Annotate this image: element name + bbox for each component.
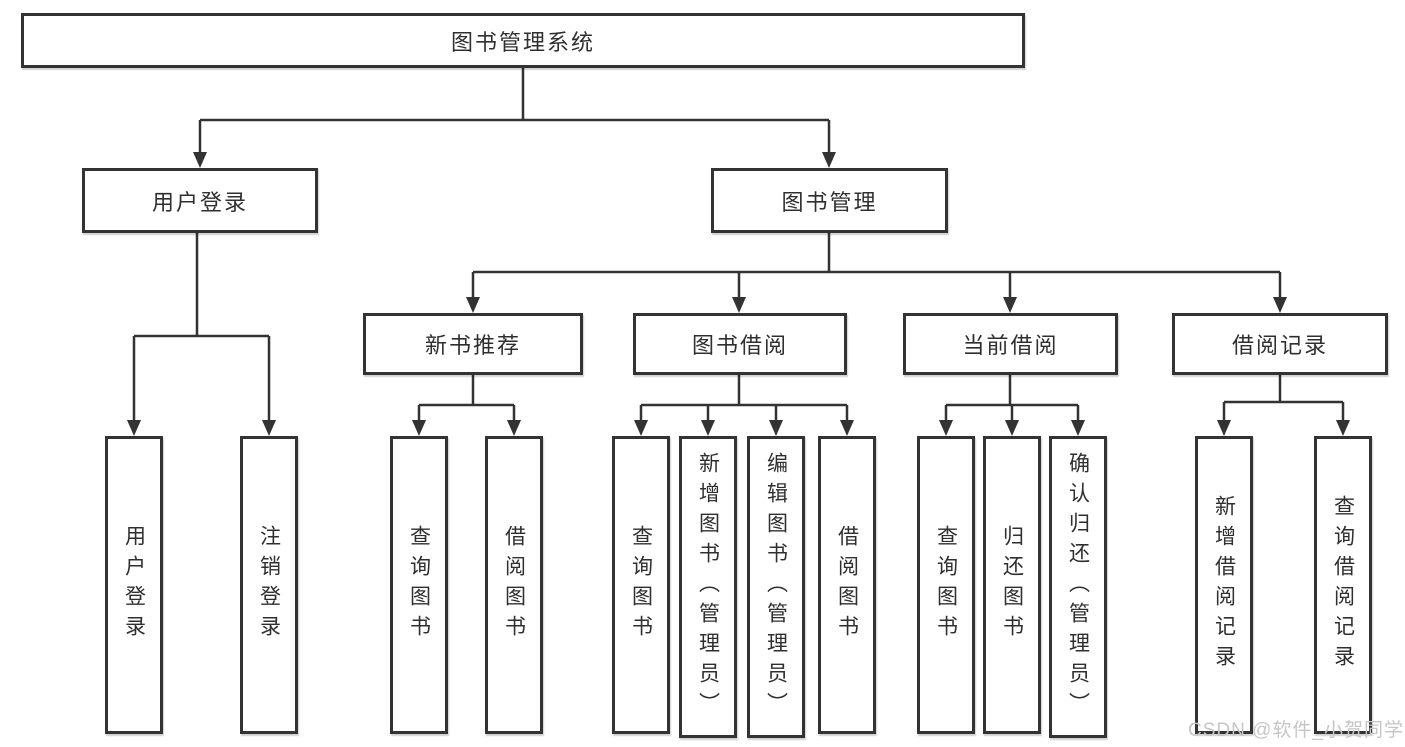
- node-borrowing-records: 借阅记录: [1172, 313, 1388, 375]
- node-user-login: 用户登录: [82, 168, 318, 233]
- leaf-label: 用户登录: [122, 525, 146, 645]
- node-book-management: 图书管理: [711, 168, 948, 233]
- leaf-logout-login: 注销登录: [240, 436, 298, 734]
- node-book-borrowing: 图书借阅: [633, 313, 847, 375]
- node-label: 图书管理系统: [450, 29, 595, 55]
- leaf-recommend-borrow-books: 借阅图书: [485, 436, 543, 734]
- node-current-borrowing: 当前借阅: [903, 313, 1118, 375]
- node-label: 当前借阅: [962, 333, 1059, 358]
- watermark: CSDN @软件_小贺同学: [1188, 720, 1404, 741]
- node-label: 图书管理: [781, 189, 878, 215]
- node-label: 借阅记录: [1231, 333, 1328, 358]
- leaf-label: 归还图书: [1000, 525, 1024, 645]
- leaf-records-add-borrow-record: 新增借阅记录: [1195, 436, 1253, 734]
- node-label: 图书借阅: [691, 333, 788, 358]
- leaf-current-query-books: 查询图书: [917, 436, 975, 734]
- leaf-current-return-books: 归还图书: [983, 436, 1041, 734]
- leaf-label: 确认归还（管理员）: [1066, 452, 1090, 722]
- leaf-label: 查询图书: [934, 525, 958, 645]
- leaf-records-query-borrow-record: 查询借阅记录: [1314, 436, 1372, 734]
- leaf-borrowing-query-books: 查询图书: [612, 436, 670, 734]
- leaf-user-login: 用户登录: [105, 436, 163, 734]
- leaf-label: 新增图书（管理员）: [696, 452, 720, 722]
- leaf-label: 查询图书: [407, 525, 431, 645]
- leaf-borrowing-borrow-books: 借阅图书: [818, 436, 876, 734]
- leaf-label: 借阅图书: [835, 525, 859, 645]
- node-label: 新书推荐: [424, 333, 521, 358]
- leaf-borrowing-add-books-admin: 新增图书（管理员）: [679, 436, 737, 738]
- leaf-label: 借阅图书: [502, 525, 526, 645]
- leaf-label: 查询借阅记录: [1331, 495, 1355, 675]
- node-new-book-recommend: 新书推荐: [363, 313, 583, 375]
- leaf-label: 注销登录: [257, 525, 281, 645]
- leaf-label: 查询图书: [629, 525, 653, 645]
- leaf-recommend-query-books: 查询图书: [390, 436, 448, 734]
- leaf-current-confirm-return-admin: 确认归还（管理员）: [1049, 436, 1107, 738]
- node-label: 用户登录: [151, 189, 248, 215]
- node-library-management-system: 图书管理系统: [21, 13, 1025, 68]
- leaf-label: 编辑图书（管理员）: [764, 452, 788, 722]
- leaf-borrowing-edit-books-admin: 编辑图书（管理员）: [747, 436, 805, 738]
- leaf-label: 新增借阅记录: [1212, 495, 1236, 675]
